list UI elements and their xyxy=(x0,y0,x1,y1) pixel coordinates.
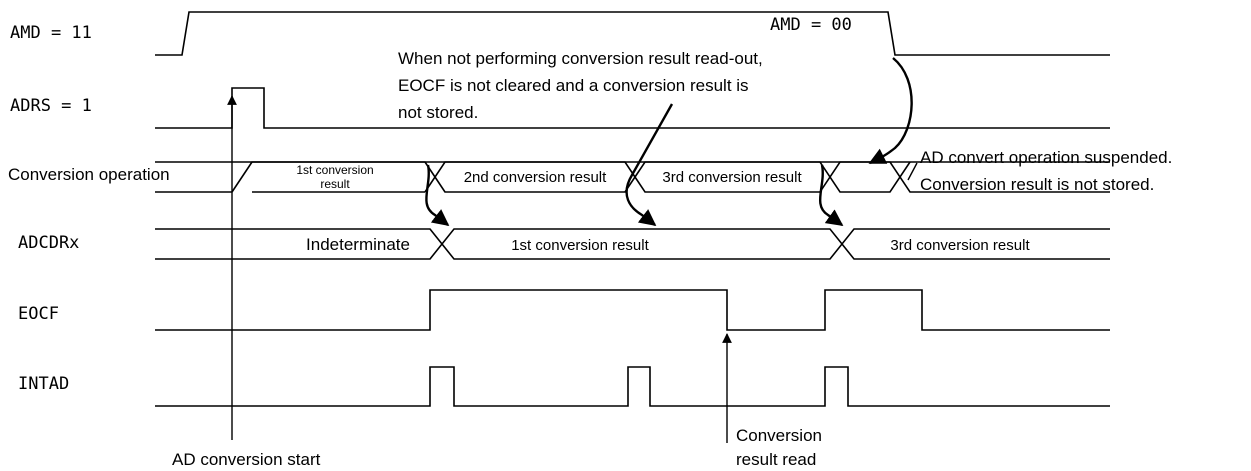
adrs-waveform xyxy=(155,87,1110,129)
amd-label: AMD = 11 xyxy=(10,23,92,43)
suspended-note-line2: Conversion result is not stored. xyxy=(920,175,1154,194)
second-conversion-result: 2nd conversion result xyxy=(464,169,607,186)
conversion-result-read-line1: Conversion xyxy=(736,426,822,445)
adcdrx-label: ADCDRx xyxy=(18,233,79,253)
readout-note-line3: not stored. xyxy=(398,103,478,122)
arrow-first-result-to-adcdrx xyxy=(425,164,450,227)
first-conversion-result-line2: result xyxy=(320,177,350,191)
readout-note-line2: EOCF is not cleared and a conversion res… xyxy=(398,76,749,95)
amd-waveform xyxy=(155,11,1110,56)
adrs-label: ADRS = 1 xyxy=(10,96,92,116)
third-conversion-result: 3rd conversion result xyxy=(662,169,802,186)
eocf-waveform xyxy=(155,289,1110,331)
conversion-result-read-line2: result read xyxy=(736,450,816,469)
adcdrx-third-result: 3rd conversion result xyxy=(890,237,1030,254)
adcdrx-indeterminate: Indeterminate xyxy=(306,235,410,254)
conversion-bus-cells xyxy=(231,161,1110,193)
intad-waveform xyxy=(155,366,1110,407)
ad-conversion-start-label: AD conversion start xyxy=(172,450,321,469)
intad-label: INTAD xyxy=(18,374,69,394)
suspended-note-line1: AD convert operation suspended. xyxy=(920,148,1172,167)
amd-value-after: AMD = 00 xyxy=(770,15,852,35)
arrow-third-result-to-adcdrx xyxy=(818,164,844,226)
eocf-label: EOCF xyxy=(18,304,59,324)
pointer-suspended-note xyxy=(907,162,918,181)
readout-note-line1: When not performing conversion result re… xyxy=(398,49,763,68)
adcdrx-first-result: 1st conversion result xyxy=(511,237,649,254)
adcdrx-bus xyxy=(155,228,1110,260)
arrow-amd-to-suspended xyxy=(868,57,913,165)
arrow-readout-note xyxy=(625,103,674,227)
first-conversion-result-line1: 1st conversion xyxy=(296,163,373,177)
conversion-operation-label: Conversion operation xyxy=(8,165,170,184)
